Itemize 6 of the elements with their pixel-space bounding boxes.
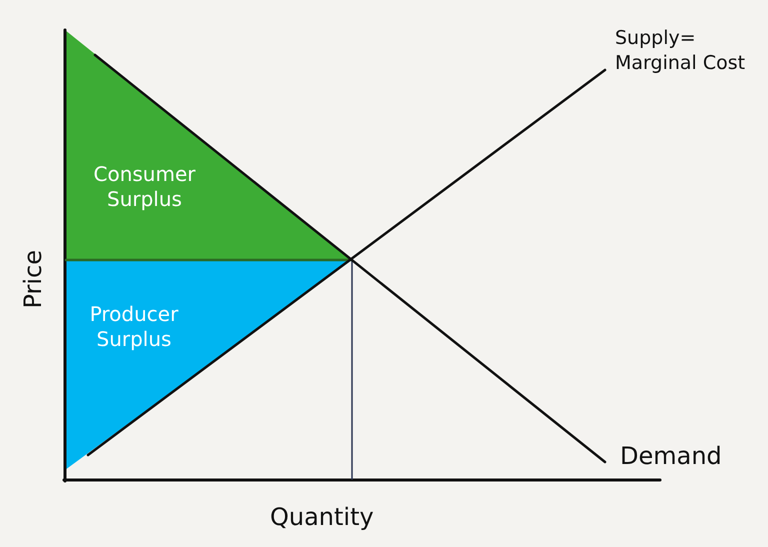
curve-label: Supply= Marginal Cost bbox=[615, 26, 746, 76]
axis-label: Quantity bbox=[270, 502, 374, 533]
area-label: Producer Surplus bbox=[88, 302, 180, 352]
curve-label: Demand bbox=[620, 441, 722, 472]
axis-label: Price bbox=[18, 250, 48, 309]
area-label: Consumer Surplus bbox=[92, 162, 196, 212]
